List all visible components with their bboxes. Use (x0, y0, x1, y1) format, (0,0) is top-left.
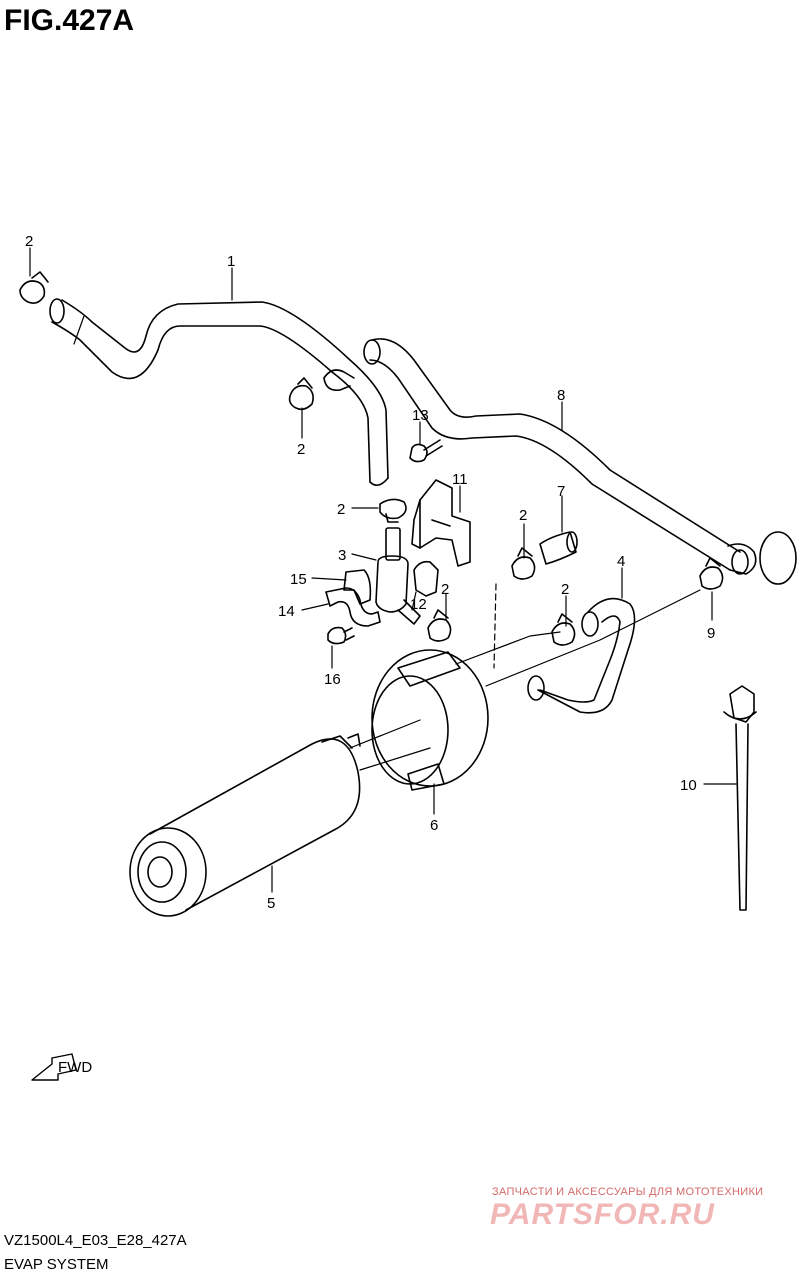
callout-6: 6 (430, 817, 438, 834)
callout-2-center: 2 (519, 507, 527, 524)
watermark-logo: PARTSFOR.RU (490, 1198, 715, 1231)
callout-7: 7 (557, 483, 565, 500)
system-name: EVAP SYSTEM (4, 1256, 109, 1273)
callout-2-right: 2 (561, 581, 569, 598)
callout-9: 9 (707, 625, 715, 642)
fuel-pump-5[interactable] (129, 733, 361, 917)
hose-4[interactable] (527, 597, 636, 714)
holder-12[interactable] (413, 560, 439, 597)
callout-4: 4 (617, 553, 625, 570)
callout-14: 14 (278, 603, 295, 620)
leader-lines (29, 247, 737, 893)
clamp-2-at-valve[interactable] (379, 498, 407, 523)
watermark-tagline: ЗАПЧАСТИ И АКСЕССУАРЫ ДЛЯ МОТОТЕХНИКИ (492, 1186, 764, 1198)
cable-tie-10[interactable] (723, 685, 757, 911)
figure-title: FIG.427A (4, 4, 135, 37)
alignment-lines (349, 583, 701, 771)
clamp-2-lower-center[interactable] (427, 609, 452, 642)
hose-1[interactable] (49, 298, 389, 486)
clamp-9[interactable] (699, 557, 724, 590)
callout-15: 15 (290, 571, 307, 588)
fwd-arrow-icon: FWD (31, 1053, 92, 1081)
screw-16[interactable] (327, 626, 355, 645)
callout-10: 10 (680, 777, 697, 794)
callout-16: 16 (324, 671, 341, 688)
clamp-2-center[interactable] (511, 547, 536, 580)
bolt-13[interactable] (409, 439, 443, 463)
callout-13: 13 (412, 407, 429, 424)
callout-11: 11 (452, 471, 468, 488)
pump-holder-6[interactable] (371, 649, 489, 791)
clamp-2-top-left[interactable] (19, 271, 49, 304)
hose-connector (323, 369, 355, 392)
callout-2-lower-center: 2 (441, 581, 449, 598)
pipe-7[interactable] (539, 531, 578, 565)
callout-8: 8 (557, 387, 565, 404)
callout-5: 5 (267, 895, 275, 912)
callout-1: 1 (227, 253, 235, 270)
callout-12: 12 (410, 596, 427, 613)
callout-3: 3 (338, 547, 346, 564)
hose-8[interactable] (363, 338, 797, 585)
fwd-label: FWD (58, 1059, 92, 1076)
callout-2-mid: 2 (297, 441, 305, 458)
figure-code: VZ1500L4_E03_E28_427A (4, 1232, 187, 1249)
callout-2-valve: 2 (337, 501, 345, 518)
clamp-2-mid[interactable] (288, 377, 314, 411)
bracket-11[interactable] (411, 479, 471, 567)
callout-2-top-left: 2 (25, 233, 33, 250)
cover-15[interactable] (343, 569, 372, 605)
clamp-14[interactable] (325, 587, 381, 627)
clamp-2-right[interactable] (551, 613, 576, 646)
